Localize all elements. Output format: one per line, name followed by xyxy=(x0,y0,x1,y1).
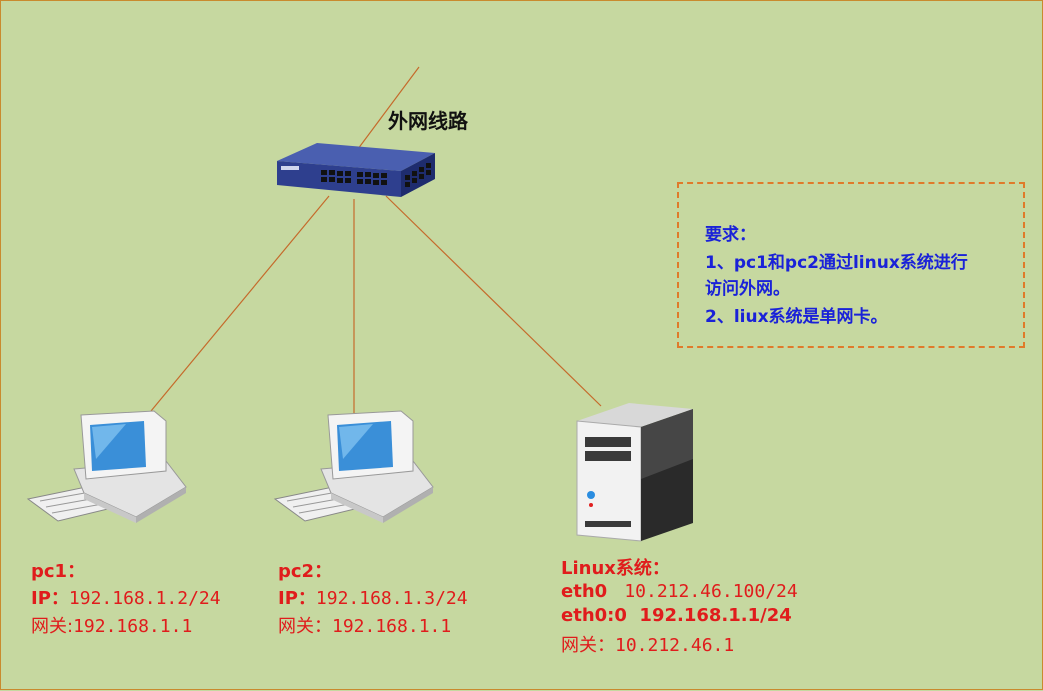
linux-gateway: 网关：10.212.46.1 xyxy=(561,631,734,657)
linux-eth00-value: 192.168.1.1/24 xyxy=(639,605,792,626)
pc1-gateway: 网关:192.168.1.1 xyxy=(31,612,192,638)
linux-eth0-value: 10.212.46.100/24 xyxy=(624,581,798,602)
note-line: 1、pc1和pc2通过linux系统进行 xyxy=(705,253,968,273)
pc2-gw-label: 网关： xyxy=(278,616,332,637)
note-line: 访问外网。 xyxy=(705,279,790,299)
desktop-computer-icon xyxy=(26,410,187,523)
linux-name: Linux系统： xyxy=(561,558,670,579)
linux-gw-value: 10.212.46.1 xyxy=(615,635,735,656)
pc1-ip: IP：192.168.1.2/24 xyxy=(31,584,221,610)
pc2-ip-value: 192.168.1.3/24 xyxy=(315,588,468,609)
pc1-name: pc1： xyxy=(31,561,86,582)
requirements-note: 要求： 1、pc1和pc2通过linux系统进行 访问外网。 2、liux系统是… xyxy=(677,182,1025,348)
pc2-name: pc2： xyxy=(278,561,333,582)
linux-gw-label: 网关： xyxy=(561,635,615,656)
pc2-gw-value: 192.168.1.1 xyxy=(332,616,452,637)
link-pc1 xyxy=(150,195,330,412)
pc1-gw-value: 192.168.1.1 xyxy=(73,616,193,637)
pc1-ip-value: 192.168.1.2/24 xyxy=(68,588,221,609)
linux-eth0: eth0 10.212.46.100/24 xyxy=(561,581,798,602)
pc2-ip: IP：192.168.1.3/24 xyxy=(278,584,468,610)
linux-eth00: eth0:0 192.168.1.1/24 xyxy=(561,605,792,626)
pc2-ip-label: IP： xyxy=(278,588,316,609)
uplink-line xyxy=(348,66,420,162)
pc1-gw-label: 网关: xyxy=(31,616,74,637)
pc1-ip-label: IP： xyxy=(31,588,69,609)
switch-icon xyxy=(277,143,435,197)
pc2-gateway: 网关：192.168.1.1 xyxy=(278,612,451,638)
note-line: 2、liux系统是单网卡。 xyxy=(705,307,888,327)
server-tower-icon xyxy=(576,403,693,542)
desktop-computer-icon xyxy=(273,410,434,523)
linux-eth00-label: eth0:0 xyxy=(561,605,627,626)
link-linux xyxy=(385,195,602,407)
linux-eth0-label: eth0 xyxy=(561,581,608,602)
note-line: 要求： xyxy=(705,225,756,245)
external-line-label: 外网线路 xyxy=(388,109,468,133)
